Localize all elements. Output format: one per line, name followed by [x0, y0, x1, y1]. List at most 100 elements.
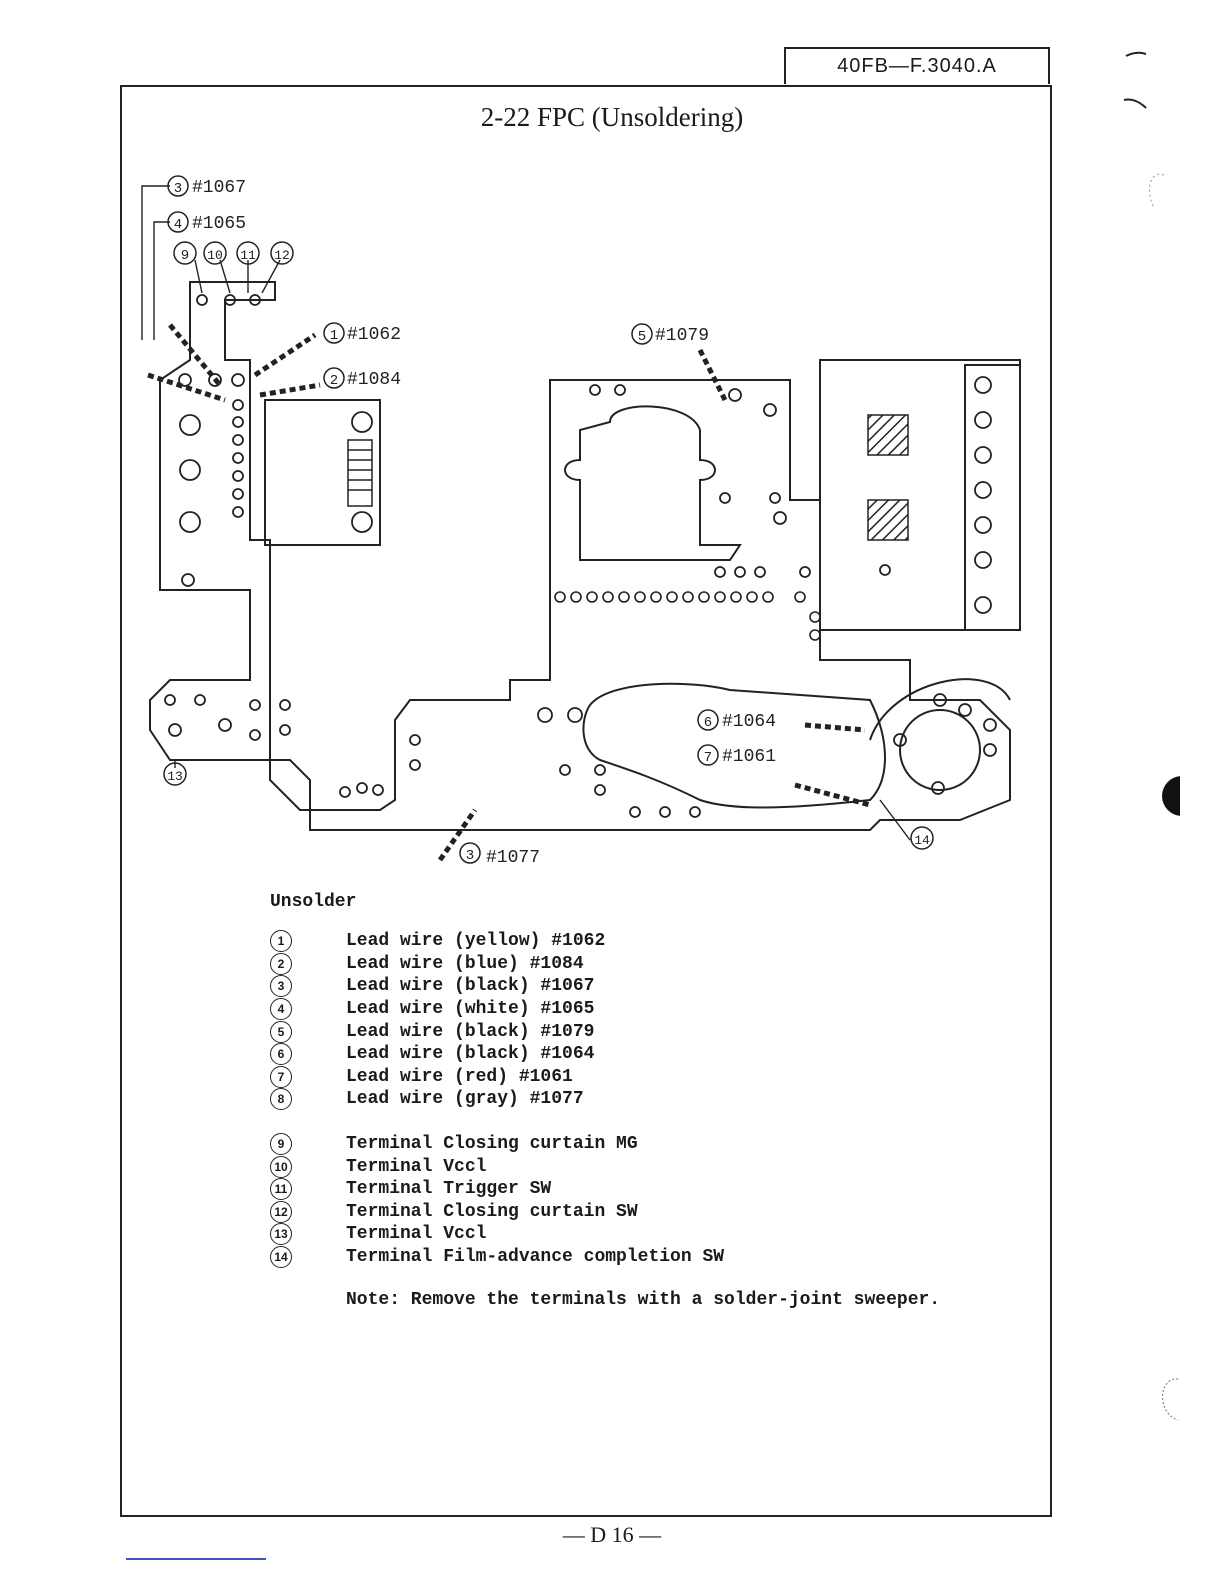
- margin-marks: [1123, 51, 1180, 1421]
- callout-12: 12: [270, 241, 294, 265]
- list-item: 2 Lead wire (blue) #1084: [270, 952, 1030, 976]
- item-number: 10: [270, 1155, 292, 1178]
- item-text: Terminal Film-advance completion SW: [346, 1247, 725, 1268]
- list-item: 3 Lead wire (black) #1067: [270, 975, 1030, 998]
- list-item: 1 Lead wire (yellow) #1062: [270, 930, 1030, 953]
- list-item: 12 Terminal Closing curtain SW: [270, 1200, 1030, 1224]
- item-number: 7: [270, 1065, 292, 1088]
- callout-number: 3: [174, 181, 182, 197]
- item-text: Terminal Closing curtain SW: [346, 1201, 638, 1222]
- callout-number: 3: [466, 848, 474, 864]
- callout-3-1077: 3 #1077: [459, 842, 540, 868]
- connector-strip: [347, 439, 373, 507]
- solder-pads: [164, 294, 997, 818]
- lead-wires: [147, 323, 871, 862]
- callout-number: 1: [330, 328, 338, 344]
- item-text: Lead wire (blue) #1084: [346, 953, 584, 974]
- callout-ref: #1064: [722, 712, 776, 732]
- item-number: 13: [270, 1223, 292, 1246]
- callout-number: 4: [174, 217, 182, 233]
- list-item: 9 Terminal Closing curtain MG: [270, 1133, 1030, 1156]
- item-number: 12: [270, 1200, 292, 1223]
- legend-heading: Unsolder: [270, 892, 357, 912]
- leader-lines: [141, 185, 911, 841]
- callout-9: 9: [173, 241, 197, 265]
- callout-13: 13: [163, 762, 187, 786]
- pad-row: [554, 591, 821, 641]
- callout-ref: #1065: [192, 214, 246, 234]
- callout-10: 10: [203, 241, 227, 265]
- callout-1-1062: 1 #1062: [323, 322, 401, 345]
- callout-ref: #1061: [722, 747, 776, 767]
- callout-number: 10: [207, 248, 223, 263]
- item-number: 11: [270, 1178, 292, 1201]
- item-text: Lead wire (white) #1065: [346, 999, 595, 1020]
- callout-ref: #1062: [347, 325, 401, 345]
- callout-4-1065: 4 #1065: [167, 211, 246, 234]
- callout-ref: #1079: [655, 326, 709, 346]
- list-item: 7 Lead wire (red) #1061: [270, 1065, 1030, 1089]
- item-text: Terminal Vccl: [346, 1156, 487, 1177]
- callout-ref: #1084: [347, 370, 401, 390]
- list-item: 5 Lead wire (black) #1079: [270, 1020, 1030, 1043]
- diagram-callouts: 3 #1067 4 #1065 9 10 11 12 1 #1062: [163, 175, 934, 868]
- item-text: Terminal Trigger SW: [346, 1179, 552, 1200]
- item-text: Lead wire (red) #1061: [346, 1066, 573, 1087]
- callout-number: 11: [240, 248, 256, 263]
- list-item: 14 Terminal Film-advance completion SW: [270, 1246, 1030, 1269]
- callout-number: 12: [274, 248, 290, 263]
- document-code-box: 40FB—F.3040.A: [784, 47, 1050, 84]
- item-text: Lead wire (yellow) #1062: [346, 931, 606, 952]
- list-item: 8 Lead wire (gray) #1077: [270, 1088, 1030, 1111]
- item-text: Terminal Vccl: [346, 1224, 487, 1245]
- hatched-pads: [867, 414, 909, 541]
- callout-ref: #1077: [486, 848, 540, 868]
- item-text: Lead wire (black) #1079: [346, 1021, 595, 1042]
- item-number: 8: [270, 1088, 292, 1111]
- fpc-board-outline: [149, 281, 1021, 831]
- callout-number: 5: [638, 329, 646, 345]
- item-number: 3: [270, 975, 292, 998]
- item-text: Lead wire (black) #1067: [346, 976, 595, 997]
- item-number: 4: [270, 998, 292, 1021]
- callout-number: 6: [704, 715, 712, 731]
- item-number: 2: [270, 952, 292, 975]
- item-text: Lead wire (gray) #1077: [346, 1089, 584, 1110]
- item-number: 6: [270, 1043, 292, 1066]
- item-number: 14: [270, 1246, 292, 1269]
- fpc-diagram: 3 #1067 4 #1065 9 10 11 12 1 #1062: [141, 175, 1021, 868]
- callout-5-1079: 5 #1079: [631, 323, 709, 346]
- callout-number: 9: [181, 248, 189, 264]
- callout-14: 14: [910, 826, 934, 850]
- list-item: 10 Terminal Vccl: [270, 1155, 1030, 1178]
- callout-number: 2: [330, 373, 338, 389]
- page-number: — D 16 —: [562, 1522, 662, 1547]
- page-frame: [120, 85, 1052, 1517]
- item-number: 9: [270, 1133, 292, 1156]
- item-text: Terminal Closing curtain MG: [346, 1134, 638, 1155]
- callout-number: 14: [914, 833, 930, 848]
- item-number: 1: [270, 930, 292, 953]
- footer-rule: [126, 1558, 266, 1560]
- callout-7-1061: 7 #1061: [697, 744, 776, 767]
- document-code: 40FB—F.3040.A: [837, 55, 997, 77]
- item-text: Lead wire (black) #1064: [346, 1044, 595, 1065]
- list-item: 4 Lead wire (white) #1065: [270, 998, 1030, 1021]
- legend-note: Note: Remove the terminals with a solder…: [346, 1290, 941, 1311]
- list-item: 11 Terminal Trigger SW: [270, 1178, 1030, 1201]
- callout-2-1084: 2 #1084: [323, 367, 401, 390]
- list-item: 6 Lead wire (black) #1064: [270, 1043, 1030, 1066]
- list-item: 13 Terminal Vccl: [270, 1223, 1030, 1246]
- callout-11: 11: [236, 241, 260, 265]
- page-title: 2-22 FPC (Unsoldering): [480, 102, 744, 132]
- legend-spacer: [270, 1111, 1030, 1133]
- callout-3-1067: 3 #1067: [167, 175, 246, 198]
- callout-number: 7: [704, 750, 712, 766]
- callout-6-1064: 6 #1064: [697, 709, 776, 732]
- callout-ref: #1067: [192, 178, 246, 198]
- callout-number: 13: [167, 769, 183, 784]
- item-number: 5: [270, 1020, 292, 1043]
